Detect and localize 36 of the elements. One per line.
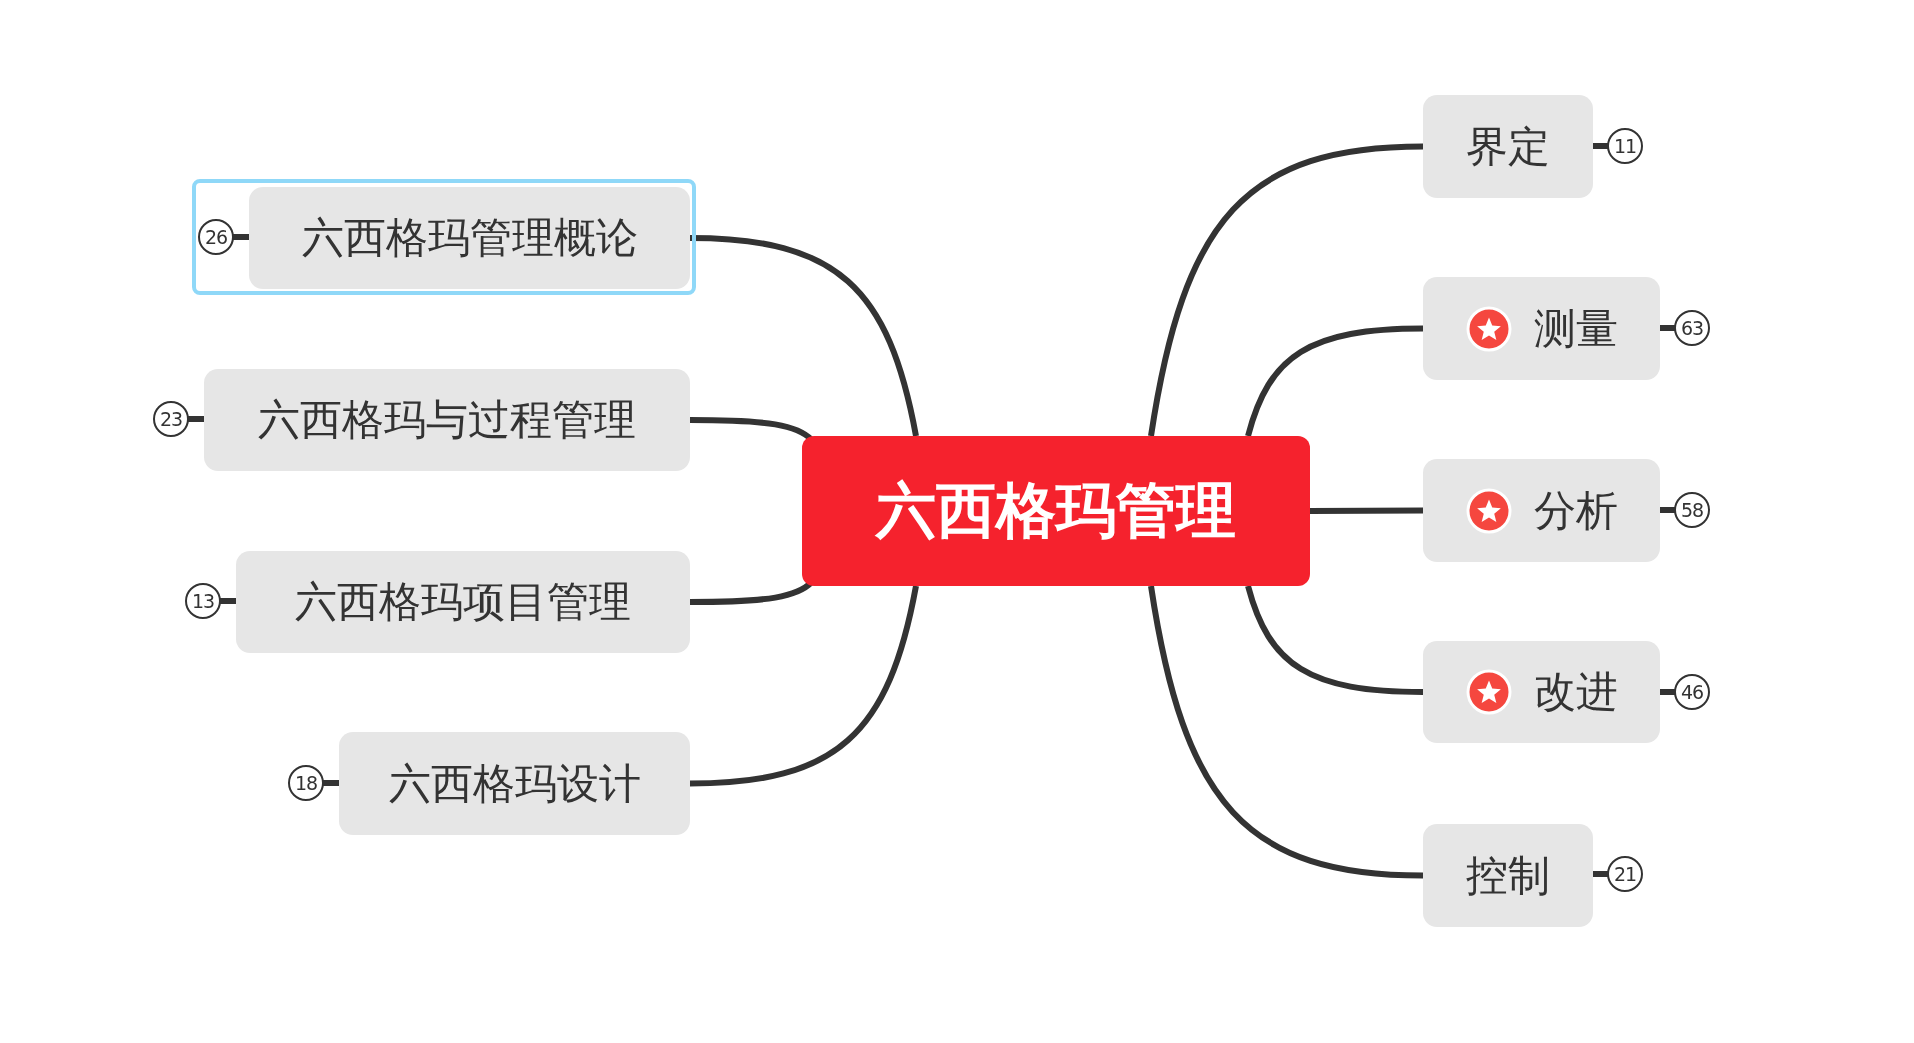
count-badge: 11 xyxy=(1607,128,1643,164)
topic-box xyxy=(204,369,690,471)
topic-label: 改进 xyxy=(1533,666,1618,718)
connector xyxy=(1148,585,1424,879)
topic-label: 六西格玛项目管理 xyxy=(295,576,631,628)
topic-label: 六西格玛管理 xyxy=(876,473,1236,547)
topic-box xyxy=(249,187,690,289)
topic-box xyxy=(236,551,690,653)
count-badge: 46 xyxy=(1674,674,1710,710)
topic-label: 分析 xyxy=(1533,484,1618,537)
topic-box xyxy=(1423,95,1593,198)
topic-box xyxy=(1423,459,1660,562)
connector xyxy=(1245,325,1424,437)
connector xyxy=(1245,585,1424,695)
connector xyxy=(1148,143,1424,437)
central-topic xyxy=(802,436,1310,586)
topic-box xyxy=(1423,641,1660,743)
topic-label: 六西格玛设计 xyxy=(388,757,641,810)
topic-label: 界定 xyxy=(1466,120,1550,173)
count-badge: 26 xyxy=(198,219,234,255)
connector xyxy=(689,235,919,437)
count-badge: 18 xyxy=(288,765,324,801)
count-badge: 58 xyxy=(1674,492,1710,528)
count-badge: 63 xyxy=(1674,310,1710,346)
topic-label: 控制 xyxy=(1466,849,1550,902)
connector xyxy=(689,585,919,787)
connector xyxy=(1310,507,1423,514)
topic-label: 六西格玛与过程管理 xyxy=(258,394,636,446)
topic-box xyxy=(1423,824,1593,927)
count-badge: 23 xyxy=(153,401,189,437)
topic-box xyxy=(1423,277,1660,380)
count-badge: 21 xyxy=(1607,856,1643,892)
topic-box xyxy=(339,732,690,835)
topic-label: 六西格玛管理概论 xyxy=(301,212,638,264)
topic-label: 测量 xyxy=(1533,302,1618,355)
count-badge: 13 xyxy=(185,583,221,619)
